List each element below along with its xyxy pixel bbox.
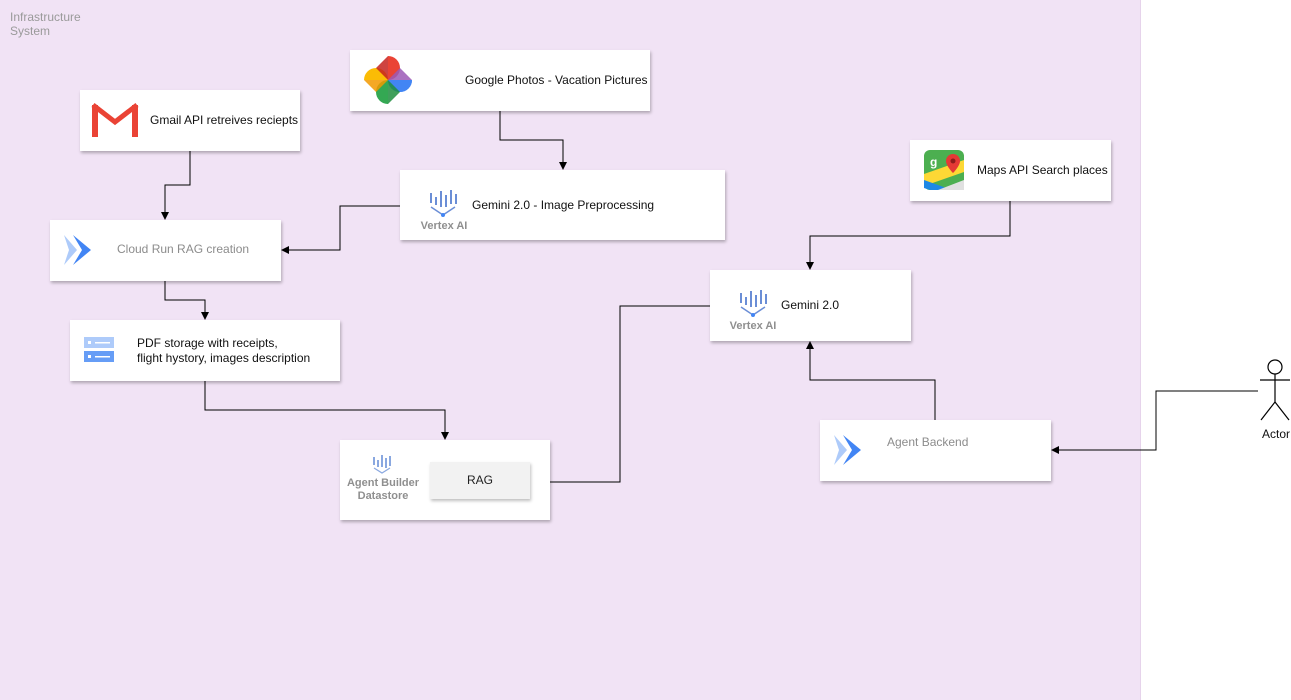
edge-pdf-to-datastore [204, 381, 449, 440]
gmail-label: Gmail API retreives reciepts [150, 113, 299, 127]
edge-actor-to-agent-backend [1051, 390, 1258, 454]
agent-builder-sublabel: Agent Builder Datastore [346, 477, 420, 502]
edge-gemini-to-rag [531, 305, 710, 486]
agent-backend-node[interactable]: Agent Backend [820, 420, 1051, 481]
edge-gmail-to-cloudrun [161, 151, 191, 220]
vertex-ai-sublabel: Vertex AI [420, 220, 468, 232]
vertex-ai-icon [430, 190, 457, 217]
system-label: Infrastructure System [10, 10, 81, 38]
gmail-icon [91, 103, 139, 137]
maps-api-node[interactable]: g Maps API Search places [910, 140, 1111, 201]
actor-stick-figure-icon[interactable] [1258, 358, 1291, 422]
cloud-run-label: Cloud Run RAG creation [117, 242, 250, 256]
gemini-preprocessing-node[interactable]: Vertex AI Gemini 2.0 - Image Preprocessi… [400, 170, 725, 240]
edge-gemini-preprocess-to-cloudrun [281, 205, 400, 254]
vertex-ai-sublabel: Vertex AI [729, 320, 777, 332]
pdf-storage-node[interactable]: PDF storage with receipts, flight hystor… [70, 320, 340, 381]
rag-label: RAG [466, 473, 493, 487]
gemini-label: Gemini 2.0 [781, 298, 840, 312]
google-photos-icon [364, 56, 412, 104]
gemini-node[interactable]: Vertex AI Gemini 2.0 [710, 270, 911, 341]
agent-builder-icon [373, 455, 391, 474]
actor-label: Actor [1262, 427, 1291, 441]
google-photos-node[interactable]: Google Photos - Vacation Pictures [350, 50, 650, 111]
gmail-node[interactable]: Gmail API retreives reciepts [80, 90, 300, 151]
cloud-run-icon [834, 435, 861, 465]
gemini-preprocessing-label: Gemini 2.0 - Image Preprocessing [472, 198, 655, 212]
agent-builder-datastore-node[interactable]: Agent Builder Datastore RAG [340, 440, 550, 520]
google-maps-icon: g [924, 150, 964, 190]
edge-cloudrun-to-pdf [164, 281, 209, 320]
edge-photos-to-gemini-preprocess [499, 111, 567, 170]
maps-api-label: Maps API Search places [977, 163, 1108, 177]
rag-box[interactable]: RAG [430, 462, 530, 499]
vertex-ai-icon [740, 290, 767, 317]
svg-text:g: g [930, 155, 937, 169]
google-photos-label: Google Photos - Vacation Pictures [465, 73, 648, 87]
edge-agent-backend-to-gemini [806, 341, 936, 420]
pdf-storage-label: PDF storage with receipts, flight hystor… [137, 336, 311, 365]
storage-icon [84, 337, 114, 362]
agent-backend-label: Agent Backend [887, 435, 969, 449]
cloud-run-icon [64, 235, 91, 265]
edge-maps-to-gemini [806, 201, 1011, 270]
cloud-run-node[interactable]: Cloud Run RAG creation [50, 220, 281, 281]
